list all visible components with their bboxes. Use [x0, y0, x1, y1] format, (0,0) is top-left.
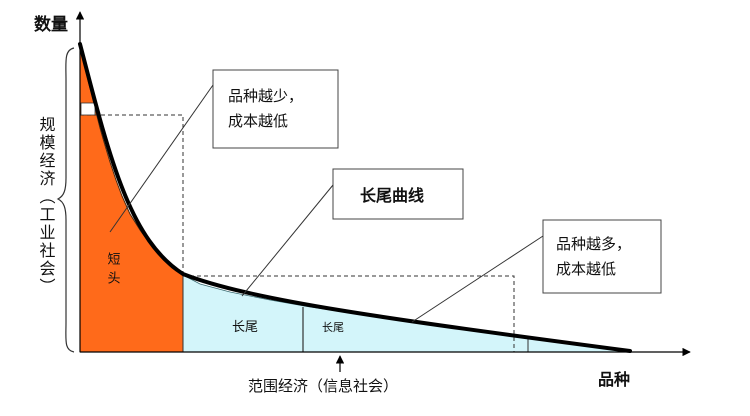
y-axis-label: 数量	[34, 14, 68, 35]
bottom-label: 范围经济（信息社会）	[248, 377, 398, 395]
callout-curve-pointer	[241, 184, 334, 297]
tail1-label: 长尾	[232, 320, 258, 335]
callout-few-box	[212, 69, 339, 149]
callout-many-pointer	[411, 235, 544, 323]
callout-curve-title: 长尾曲线	[360, 186, 424, 205]
callout-many-line1: 品种越多，	[556, 235, 631, 253]
head-region	[79, 45, 184, 353]
callout-many-line2: 成本越低	[556, 260, 616, 278]
callout-many-box	[542, 219, 662, 294]
callout-curve-box	[332, 168, 464, 220]
callout-few-pointer	[109, 84, 214, 233]
left-bracket-label: 规模经济（工业社会）	[37, 116, 56, 296]
callout-few-line1: 品种越少，	[228, 87, 303, 105]
head-label: 短头	[105, 252, 121, 290]
left-brace	[56, 47, 75, 353]
x-axis-label: 品种	[598, 370, 630, 389]
callout-few-line2: 成本越低	[228, 112, 288, 130]
tail2-label: 长尾	[322, 321, 344, 334]
long-tail-curve	[78, 42, 632, 353]
head-notch	[80, 102, 96, 116]
